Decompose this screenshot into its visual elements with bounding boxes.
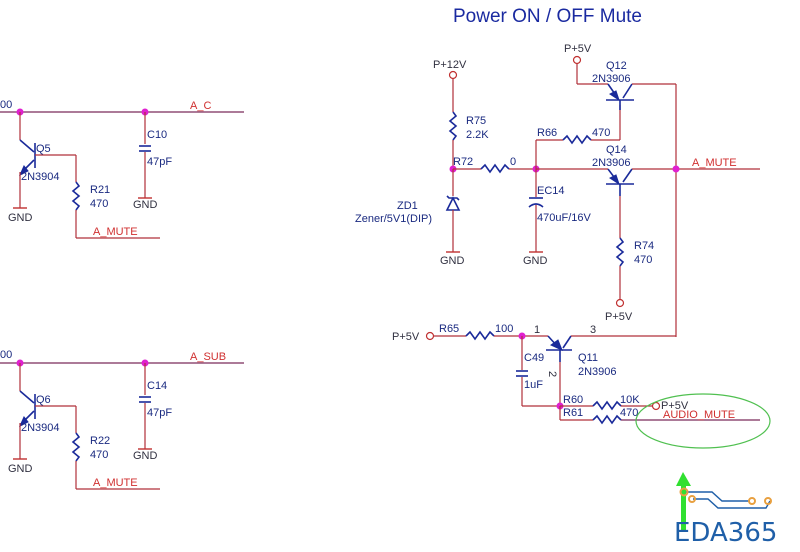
r66-ref: R66 — [537, 127, 557, 139]
r22-value: 470 — [90, 449, 108, 461]
resistor-r21-icon — [71, 155, 160, 239]
r61-ref: R61 — [563, 407, 583, 419]
q11-pin1: 1 — [534, 324, 540, 336]
q14-ref: Q14 — [606, 144, 627, 156]
q6-part: 2N3904 — [21, 422, 60, 434]
ec14-value: 470uF/16V — [537, 212, 591, 224]
r60-pwr-label: P+5V — [661, 400, 689, 412]
power-port-icon — [615, 298, 625, 308]
r61-value: 470 — [620, 407, 638, 419]
q12-part: 2N3906 — [592, 73, 631, 85]
zener-zd1-icon — [445, 195, 461, 211]
resistor-r75-icon — [448, 111, 458, 141]
r75-ref: R75 — [466, 115, 486, 127]
c10-value: 47pF — [147, 156, 172, 168]
c49-ref: C49 — [524, 352, 544, 364]
r74-ref: R74 — [634, 240, 654, 252]
capacitor-c14-icon — [138, 363, 152, 450]
gnd-label: GND — [133, 450, 158, 462]
r65-pwr-label: P+5V — [392, 331, 420, 343]
resistor-r22-icon — [71, 406, 160, 490]
resistor-r66-icon — [562, 134, 592, 145]
transistor-q14-icon — [606, 168, 634, 196]
r65-value: 100 — [495, 323, 513, 335]
r21-ref: R21 — [90, 184, 110, 196]
q5-ref: Q5 — [36, 143, 51, 155]
c14-ref: C14 — [147, 380, 167, 392]
net-label-a-mute: A_MUTE — [692, 157, 737, 169]
net-label-a-mute: A_MUTE — [93, 477, 138, 489]
left-bottom-block: 00 A_SUB Q6 2N3904 GND R22 470 A_MUTE — [0, 349, 244, 490]
transistor-q5-icon — [13, 112, 76, 209]
resistor-r60-icon — [592, 400, 622, 411]
r74-pwr-label: P+5V — [605, 311, 633, 323]
gnd-label: GND — [8, 463, 33, 475]
ec14-ref: EC14 — [537, 185, 565, 197]
resistor-r74-icon — [615, 237, 625, 267]
schematic-title: Power ON / OFF Mute — [453, 6, 642, 27]
power-port-icon — [651, 401, 661, 411]
gnd-label: GND — [8, 212, 33, 224]
gnd-label: GND — [440, 255, 465, 267]
left-top-block: 00 A_C Q5 2N3904 GND R21 470 A_MUTE — [0, 99, 244, 239]
resistor-r65-icon — [465, 330, 495, 341]
q11-part: 2N3906 — [578, 366, 617, 378]
cut-label: 00 — [0, 349, 12, 361]
net-label-a-sub: A_SUB — [190, 351, 226, 363]
gnd-label: GND — [523, 255, 548, 267]
electrolytic-capacitor-ec14-icon — [528, 197, 544, 208]
highlight-ellipse — [635, 393, 771, 449]
q11-pin3: 3 — [590, 324, 596, 336]
r75-value: 2.2K — [466, 129, 489, 141]
pcb-pad-icon — [679, 487, 689, 497]
q5-part: 2N3904 — [21, 171, 60, 183]
cut-label: 00 — [0, 99, 12, 111]
junction-dot — [672, 165, 680, 173]
c10-ref: C10 — [147, 129, 167, 141]
logo-text: EDA365 — [674, 518, 777, 548]
pcb-pad-icon — [748, 497, 756, 505]
q12-ref: Q12 — [606, 60, 627, 72]
r60-ref: R60 — [563, 394, 583, 406]
q14-part: 2N3906 — [592, 157, 631, 169]
q11-ref: Q11 — [578, 352, 598, 364]
pcb-pad-icon — [688, 495, 696, 503]
transistor-q6-icon — [13, 363, 76, 460]
zd1-ref: ZD1 — [397, 200, 418, 212]
transistor-q12-icon — [606, 83, 634, 110]
net-label-a-mute: A_MUTE — [93, 226, 138, 238]
resistor-r61-icon — [592, 414, 622, 425]
capacitor-c10-icon — [138, 112, 152, 199]
pcb-pad-icon — [764, 497, 772, 505]
net-label-a-c: A_C — [190, 100, 211, 112]
pcb-trace-icon — [686, 491, 749, 502]
pcb-trace-icon — [693, 498, 771, 509]
q12-pwr-label: P+5V — [564, 43, 592, 55]
r65-ref: R65 — [439, 323, 459, 335]
c49-value: 1uF — [524, 379, 543, 391]
arrow-up-icon — [676, 472, 691, 530]
right-block: P+12V R75 2.2K R72 0 ZD1 Zener/5V1(DIP) … — [355, 43, 771, 449]
q6-ref: Q6 — [36, 394, 51, 406]
r72-ref: R72 — [453, 156, 473, 168]
power-port-icon — [448, 70, 458, 80]
power-port-icon — [572, 55, 582, 65]
r66-value: 470 — [592, 127, 610, 139]
gnd-label: GND — [133, 199, 158, 211]
q11-pin2: 2 — [546, 371, 558, 377]
r74-value: 470 — [634, 254, 652, 266]
resistor-r72-icon — [480, 163, 510, 174]
c14-value: 47pF — [147, 407, 172, 419]
r22-ref: R22 — [90, 435, 110, 447]
r72-value: 0 — [510, 156, 516, 168]
r21-value: 470 — [90, 198, 108, 210]
power-port-icon — [425, 331, 435, 341]
p12v-label: P+12V — [433, 59, 467, 71]
zd1-value: Zener/5V1(DIP) — [355, 213, 432, 225]
eda365-logo: EDA365 — [674, 472, 777, 548]
r60-value: 10K — [620, 394, 640, 406]
net-label-audio-mute: AUDIO_MUTE — [663, 409, 735, 421]
transistor-q11-icon — [546, 335, 572, 362]
